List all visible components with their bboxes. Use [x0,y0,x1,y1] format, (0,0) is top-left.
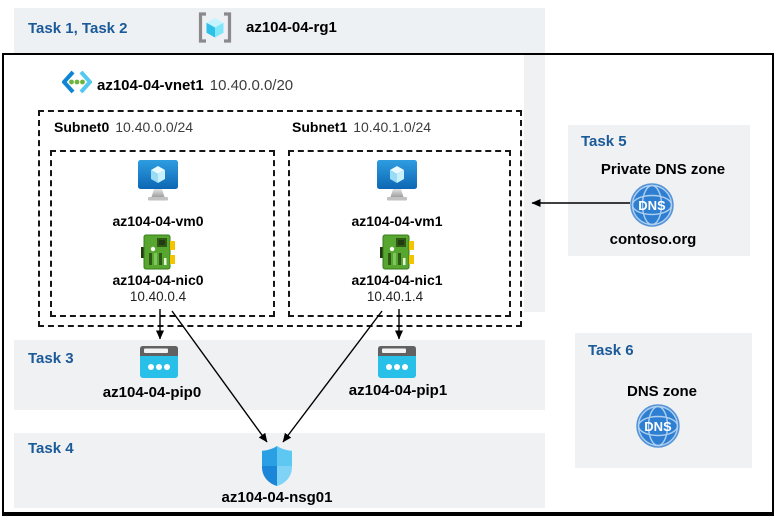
vnet-name: az104-04-vnet1 [97,77,204,94]
public-ip-1-name: az104-04-pip1 [348,382,448,399]
nic-1-icon [380,234,414,270]
subnets-container-box [38,110,522,327]
vm-1-icon [377,160,417,201]
subnet-0-cidr: 10.40.0.0/24 [115,119,194,135]
vm-0-icon [138,160,178,201]
vm-0-name: az104-04-vm0 [112,213,204,229]
vm-1-name: az104-04-vm1 [351,213,443,229]
dns-zone-icon-text: DNS [644,419,672,434]
resource-group-icon [198,12,232,43]
private-dns-icon: DNS [630,183,674,227]
vnet-icon [62,70,92,94]
subnet-1-name: Subnet1 [292,119,348,135]
private-dns-icon-text: DNS [638,198,666,213]
task-1-2-label: Task 1, Task 2 [28,20,128,37]
task-1-2-band [14,8,545,55]
nic-0-name: az104-04-nic0 [112,272,204,288]
nic-1-ip: 10.40.1.4 [366,289,424,304]
dns-zone-title: DNS zone [626,383,698,400]
vnet-border-box [2,53,774,516]
public-ip-0-icon [140,346,178,378]
task-5-label: Task 5 [581,133,627,150]
task-6-label: Task 6 [588,342,634,359]
nsg-name: az104-04-nsg01 [221,489,333,506]
subnet-0-box [50,150,275,317]
subnet-1-cidr: 10.40.1.0/24 [353,119,432,135]
resource-group-name: az104-04-rg1 [246,19,337,36]
nic-0-icon [141,234,175,270]
dns-zone-icon: DNS [636,404,680,448]
private-dns-zone-title: Private DNS zone [600,161,726,178]
task-3-label: Task 3 [28,350,74,367]
public-ip-1-icon [378,346,416,378]
task-4-label: Task 4 [28,440,74,457]
vnet-cidr: 10.40.0.0/20 [209,77,294,94]
nsg-shield-icon [262,446,292,486]
nic-0-ip: 10.40.0.4 [129,289,187,304]
public-ip-0-name: az104-04-pip0 [102,384,202,401]
subnet-0-name: Subnet0 [54,119,110,135]
task-3-band [14,340,545,410]
vnet-right-strip [524,55,545,312]
private-dns-zone-name: contoso.org [609,231,697,248]
nic-1-name: az104-04-nic1 [351,272,443,288]
